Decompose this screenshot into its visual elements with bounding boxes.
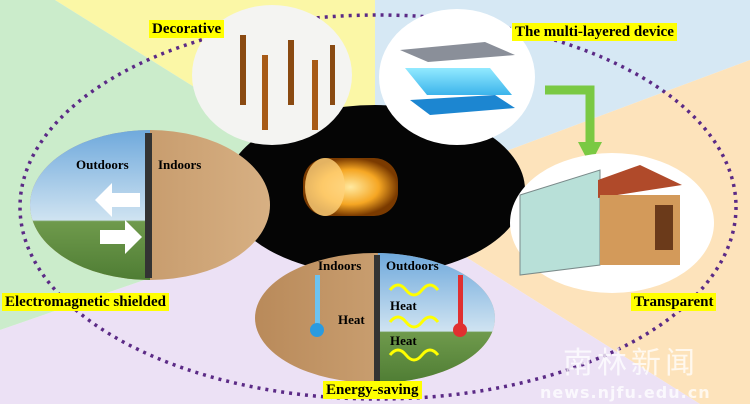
glowing-cylinder-image (303, 158, 398, 216)
watermark-url: news.njfu.edu.cn (540, 383, 711, 402)
label-decorative: Decorative (149, 20, 225, 38)
label-shielded: Electromagnetic shielded (2, 293, 169, 311)
energy-saving-image (255, 253, 496, 383)
heat-indoors-text: Heat (338, 312, 365, 327)
energy-indoors-text: Indoors (318, 258, 362, 273)
heat-outdoors-text-2: Heat (390, 333, 417, 348)
arrow-down-right (545, 85, 595, 145)
heat-outdoors-text-1: Heat (390, 298, 417, 313)
arrow-head (578, 142, 602, 165)
label-multilayer: The multi-layered device (512, 23, 677, 41)
watermark-chinese: 南林新闻 (563, 346, 699, 381)
multilayer-device-image (379, 9, 535, 145)
label-transparent: Transparent (631, 293, 717, 311)
shielded-indoors-text: Indoors (158, 157, 202, 172)
transparent-house-image (510, 153, 714, 293)
shielded-image (30, 130, 270, 280)
shielded-outdoors-text: Outdoors (76, 157, 129, 172)
label-energy-saving: Energy-saving (323, 381, 422, 399)
energy-outdoors-text: Outdoors (386, 258, 439, 273)
dashed-ring (18, 13, 738, 401)
decorative-image (192, 5, 352, 145)
